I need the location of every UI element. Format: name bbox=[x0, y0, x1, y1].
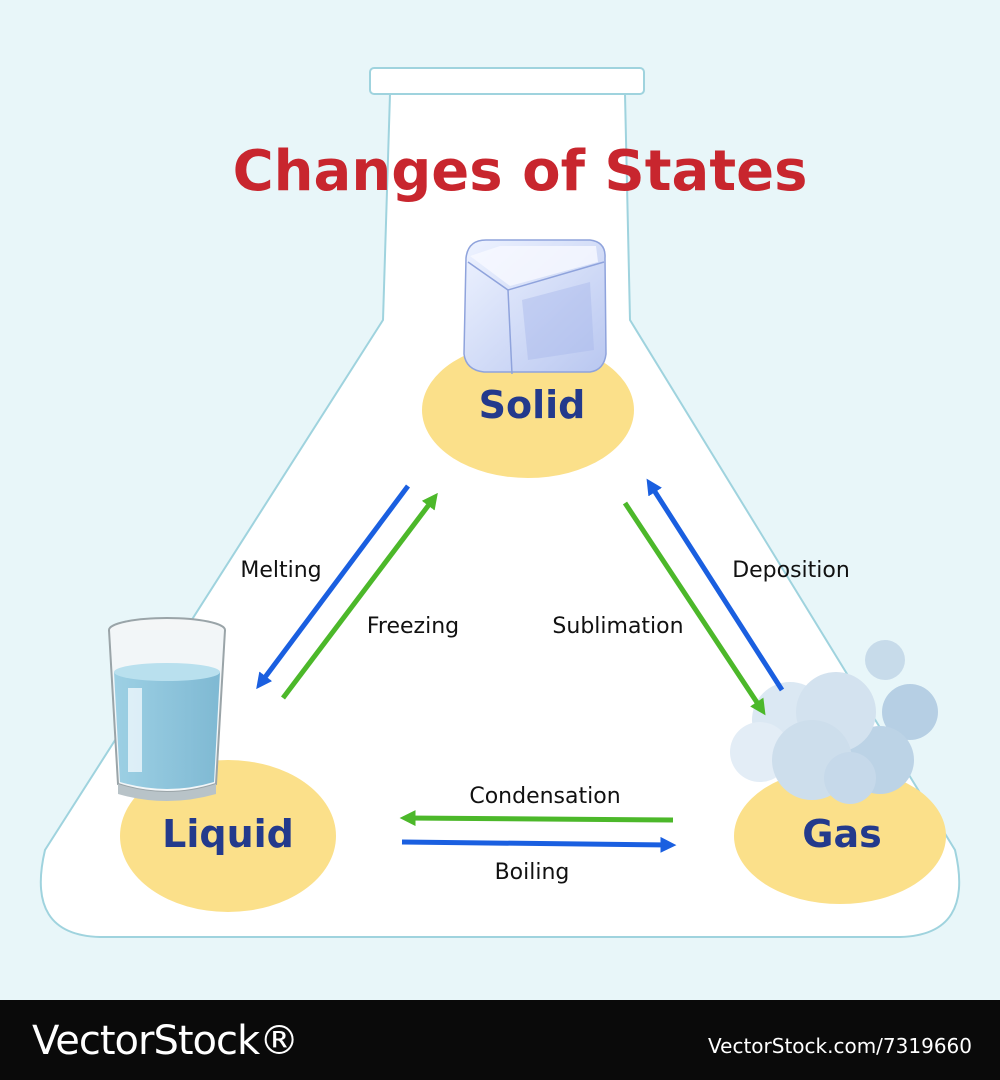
boiling-label: Boiling bbox=[495, 860, 570, 885]
gas-label: Gas bbox=[802, 812, 881, 856]
freezing-arrow bbox=[281, 492, 438, 700]
gas-cloud-icon bbox=[730, 640, 938, 804]
footer-url: VectorStock.com/7319660 bbox=[708, 1034, 972, 1058]
gas-circle bbox=[734, 768, 946, 904]
flask-body bbox=[39, 93, 961, 938]
solid-label: Solid bbox=[479, 383, 586, 427]
footer-brand: VectorStock® bbox=[32, 1018, 299, 1064]
boiling-arrow bbox=[401, 836, 677, 853]
condensation-label: Condensation bbox=[469, 784, 620, 809]
deposition-arrow bbox=[646, 478, 785, 692]
diagram-title: Changes of States bbox=[233, 139, 808, 204]
freezing-label: Freezing bbox=[367, 614, 459, 639]
water-glass-icon bbox=[108, 617, 226, 801]
liquid-label: Liquid bbox=[162, 812, 294, 856]
flask-rim bbox=[369, 67, 645, 95]
melting-arrow bbox=[256, 484, 411, 690]
ice-cube-icon bbox=[463, 239, 607, 375]
solid-circle bbox=[422, 342, 634, 478]
sublimation-arrow bbox=[622, 501, 766, 716]
deposition-label: Deposition bbox=[732, 558, 850, 583]
changes-of-states-diagram: Changes of States bbox=[39, 67, 961, 938]
watermark-footer: VectorStock® VectorStock.com/7319660 bbox=[0, 1000, 1000, 1080]
condensation-arrow bbox=[399, 810, 674, 827]
melting-label: Melting bbox=[240, 558, 321, 583]
sublimation-label: Sublimation bbox=[552, 614, 683, 639]
